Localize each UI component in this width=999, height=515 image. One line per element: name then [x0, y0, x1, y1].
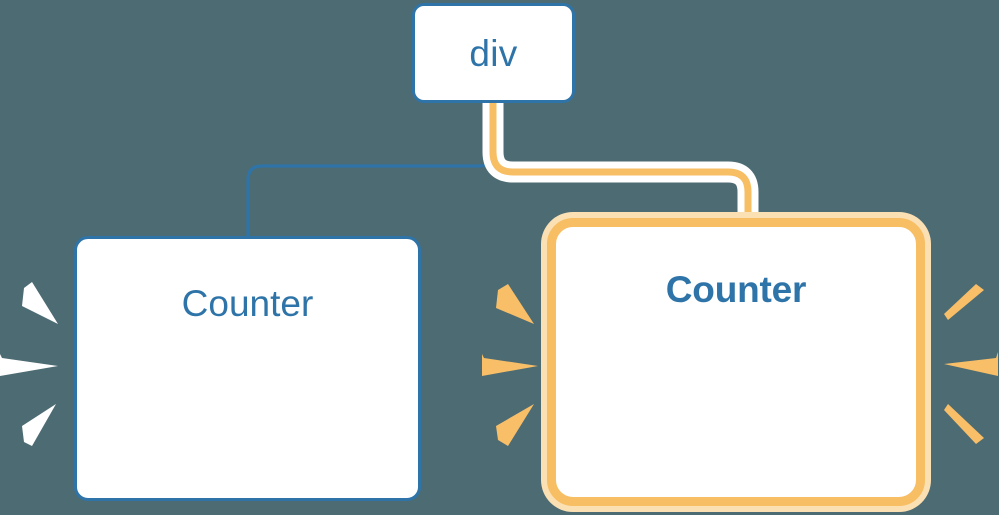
- node-counter-left[interactable]: Counter: [74, 236, 421, 501]
- connector-root-to-counter-right-halo: [482, 92, 759, 237]
- connector-root-to-counter-left: [246, 101, 495, 238]
- rays-right-of-counter-right: [944, 284, 998, 444]
- node-counter-right-label: Counter: [665, 269, 807, 310]
- node-counter-right[interactable]: Counter: [547, 218, 925, 506]
- node-div[interactable]: div: [412, 3, 575, 103]
- rays-left-of-counter-right: [482, 284, 538, 446]
- node-div-label: div: [469, 32, 518, 74]
- node-counter-left-label: Counter: [181, 283, 314, 324]
- rays-left-of-counter-left: [0, 282, 58, 446]
- connector-root-to-counter-right: [489, 99, 752, 230]
